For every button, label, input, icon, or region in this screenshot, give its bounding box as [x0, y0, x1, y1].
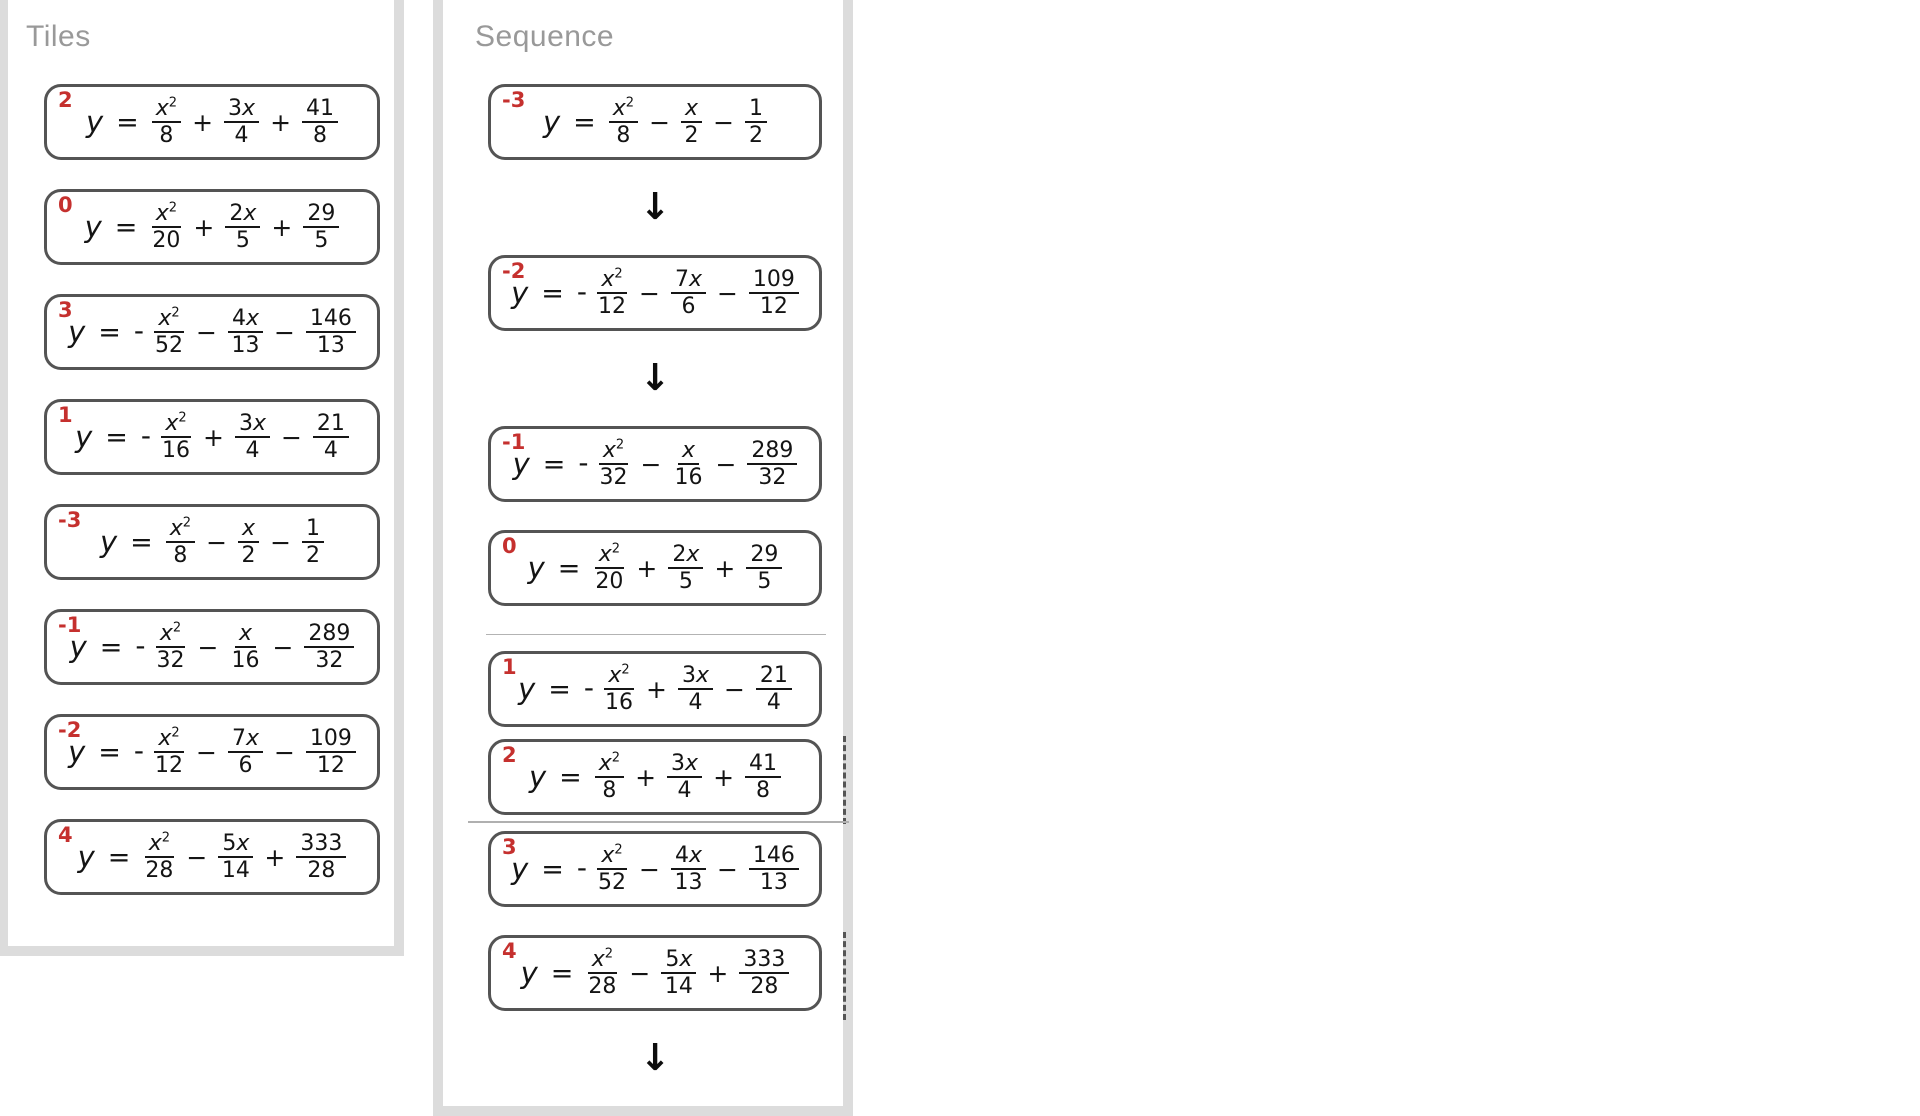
tile-badge: 4 — [58, 823, 73, 847]
arrow-down-icon: ↓ — [639, 185, 671, 228]
tile-badge: 0 — [58, 193, 73, 217]
arrow-row: ↓ — [488, 1039, 822, 1076]
tile-badge: 4 — [502, 939, 517, 963]
tile-badge: -2 — [58, 718, 82, 742]
arrow-row: ↓ — [488, 188, 822, 225]
workspace: { "tiles_panel": { "title": "Tiles" }, "… — [0, 0, 853, 1116]
tile-badge: -3 — [58, 508, 82, 532]
tile-badge: 1 — [58, 403, 73, 427]
arrow-down-icon: ↓ — [639, 1036, 671, 1079]
drop-indicator — [843, 932, 846, 1020]
sequence-separator — [468, 821, 849, 823]
tile-badge: 3 — [502, 835, 517, 859]
arrow-row: ↓ — [488, 359, 822, 396]
tile-badge: 0 — [502, 534, 517, 558]
sequence-panel-title: Sequence — [475, 20, 615, 53]
sequence-divider — [486, 634, 826, 635]
tiles-panel-title: Tiles — [26, 20, 91, 53]
tile-badge: -1 — [58, 613, 82, 637]
tile-badge: -3 — [502, 88, 526, 112]
tile-badge: -2 — [502, 259, 526, 283]
arrow-down-icon: ↓ — [639, 356, 671, 399]
tile-badge: 1 — [502, 655, 517, 679]
tile-badge: 2 — [502, 743, 517, 767]
tile-badge: 3 — [58, 298, 73, 322]
tile-badge: -1 — [502, 430, 526, 454]
drop-indicator — [843, 736, 846, 824]
tile-badge: 2 — [58, 88, 73, 112]
